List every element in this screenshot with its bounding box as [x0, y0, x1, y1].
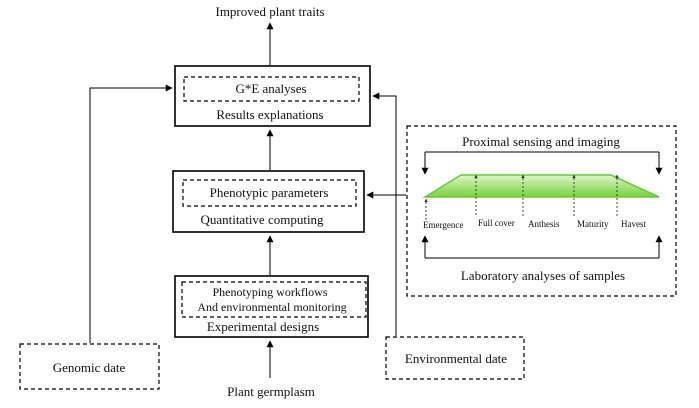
experimental-designs-box: [174, 275, 369, 338]
ge-analyses-box: [183, 76, 360, 102]
environmental-date-box: [385, 336, 525, 380]
sensing-panel-box: [406, 125, 677, 297]
stage-label-emergence: Emergence: [423, 220, 463, 230]
genomic-date-label: Genomic date: [53, 360, 126, 375]
ge-analyses-label: G*E analyses: [235, 81, 306, 96]
experimental-designs-label: Experimental designs: [207, 319, 319, 334]
quantitative-computing-label: Quantitative computing: [200, 212, 324, 227]
quantitative-computing-box: [172, 170, 365, 233]
phenotyping-workflows-label: Phenotyping workflows: [213, 285, 328, 299]
plant-germplasm-label: Plant germplasm: [227, 384, 315, 399]
stage-label-full-cover: Full cover: [478, 218, 515, 228]
stage-label-havest: Havest: [621, 219, 646, 229]
phenotyping-workflows-box: [181, 281, 367, 318]
environmental-monitoring-label: And environmental monitoring: [197, 300, 346, 314]
stage-label-maturity: Maturity: [577, 219, 609, 229]
stage-label-anthesis: Anthesis: [528, 219, 560, 229]
phenotypic-parameters-label: Phenotypic parameters: [210, 185, 329, 200]
laboratory-analyses-label: Laboratory analyses of samples: [461, 268, 625, 283]
results-explanations-label: Results explanations: [216, 107, 323, 122]
crop-field-shape: [422, 174, 660, 198]
genomic-to-ge-connector: [89, 84, 173, 343]
phenotypic-parameters-box: [182, 179, 357, 207]
environmental-date-label: Environmental date: [405, 351, 507, 366]
environmental-to-ge-connector: [372, 92, 397, 336]
improved-plant-traits-label: Improved plant traits: [215, 4, 324, 19]
results-explanations-box: [174, 65, 371, 127]
proximal-sensing-label: Proximal sensing and imaging: [462, 134, 620, 149]
genomic-date-box: [19, 343, 160, 390]
